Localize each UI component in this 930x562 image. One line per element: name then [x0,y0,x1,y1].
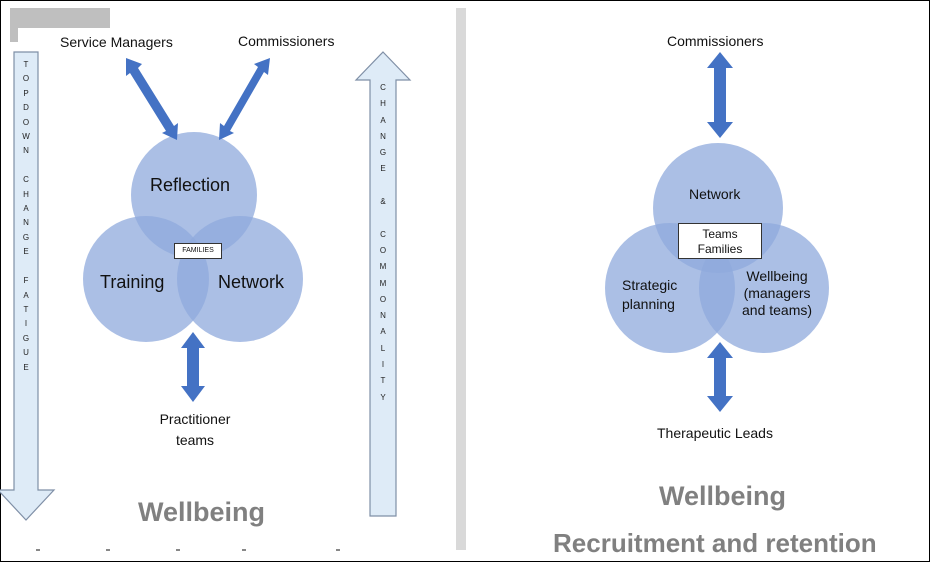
topdown-letter: U [23,348,29,358]
topdown-letter: E [23,362,29,372]
topdown-letter: C [23,175,29,185]
commonality-letter: Y [380,392,386,402]
topdown-letter: N [23,218,29,228]
commonality-letter: O [379,245,387,255]
topdown-letter: I [24,319,28,329]
right-footer-wellbeing: Wellbeing [659,481,787,511]
practitioner-line-1: Practitioner [159,411,231,427]
topdown-letter: T [23,304,29,314]
service-managers-label: Service Managers [60,34,173,50]
topdown-letter: E [23,247,29,257]
teams-families-box: Teams Families [678,223,762,259]
commonality-letter: M [379,278,387,288]
wellbeing-line-3: and teams) [742,302,813,318]
left-footer-wellbeing: Wellbeing [138,497,266,527]
practitioner-teams-label: Practitioner teams [150,409,240,451]
arrow-commissioners-right [707,52,733,138]
network-left-label: Network [218,272,285,292]
commonality-letter [376,210,390,226]
left-arrows [126,58,270,402]
panel-divider [456,8,466,550]
therapeutic-leads-label: Therapeutic Leads [657,425,773,441]
wellbeing-managers-label: Wellbeing (managers and teams) [742,268,812,319]
commonality-letter: H [380,99,386,109]
commissioners-left-label: Commissioners [238,33,335,49]
left-venn [83,132,303,342]
commonality-letter: O [379,294,387,304]
reflection-label: Reflection [150,175,231,195]
topdown-letter: T [23,60,29,69]
families-box: FAMILIES [174,243,222,259]
commonality-letter: M [379,262,387,272]
families-line: Families [697,242,743,256]
topdown-change-fatigue-arrow [0,51,56,521]
network-right-label: Network [689,186,741,202]
topdown-letter: O [22,74,30,84]
wellbeing-line-2: (managers [743,285,811,301]
topdown-letter: G [22,333,30,343]
commonality-letter: L [380,343,386,353]
practitioner-line-2: teams [175,432,215,448]
commonality-letter: I [381,360,385,370]
topdown-letter: A [23,290,29,300]
commonality-letter: G [379,148,387,158]
commonality-letter: A [380,327,386,337]
commonality-letter: & [380,197,386,207]
commonality-letter: C [380,83,386,92]
topdown-letter: W [22,132,30,142]
strategic-planning-label: Strategic planning [622,276,677,314]
topdown-letter: D [23,103,29,113]
topdown-letter: O [22,117,30,127]
wellbeing-line-1: Wellbeing [746,268,808,284]
right-arrows [707,52,733,412]
commonality-letter: T [380,376,386,386]
commonality-letter: A [380,115,386,125]
topdown-letter: F [23,276,29,286]
strategic-line-1: Strategic [622,277,678,293]
topdown-letter [19,260,33,274]
topdown-letter: A [23,204,29,214]
gray-bar-gap [18,28,110,42]
strategic-line-2: planning [622,296,675,312]
bottom-marks [36,549,340,551]
training-label: Training [100,272,165,292]
commonality-letter: E [380,164,386,174]
commissioners-right-label: Commissioners [667,33,764,49]
topdown-letter [19,159,33,173]
right-footer-recruitment: Recruitment and retention [553,528,877,558]
topdown-letter: P [23,88,29,98]
change-commonality-arrow [354,51,412,517]
teams-line: Teams [702,227,738,241]
arrow-therapeutic-leads [707,342,733,412]
topdown-letter: H [23,189,29,199]
topdown-letter: N [23,146,29,156]
commonality-letter: N [380,131,386,141]
commonality-letter: C [380,229,386,239]
arrow-commissioners-left [219,58,270,140]
arrow-practitioner-teams [181,332,205,402]
commonality-letter: N [380,311,386,321]
arrow-service-managers [126,58,178,140]
topdown-letter: G [22,232,30,242]
commonality-letter [376,178,390,194]
